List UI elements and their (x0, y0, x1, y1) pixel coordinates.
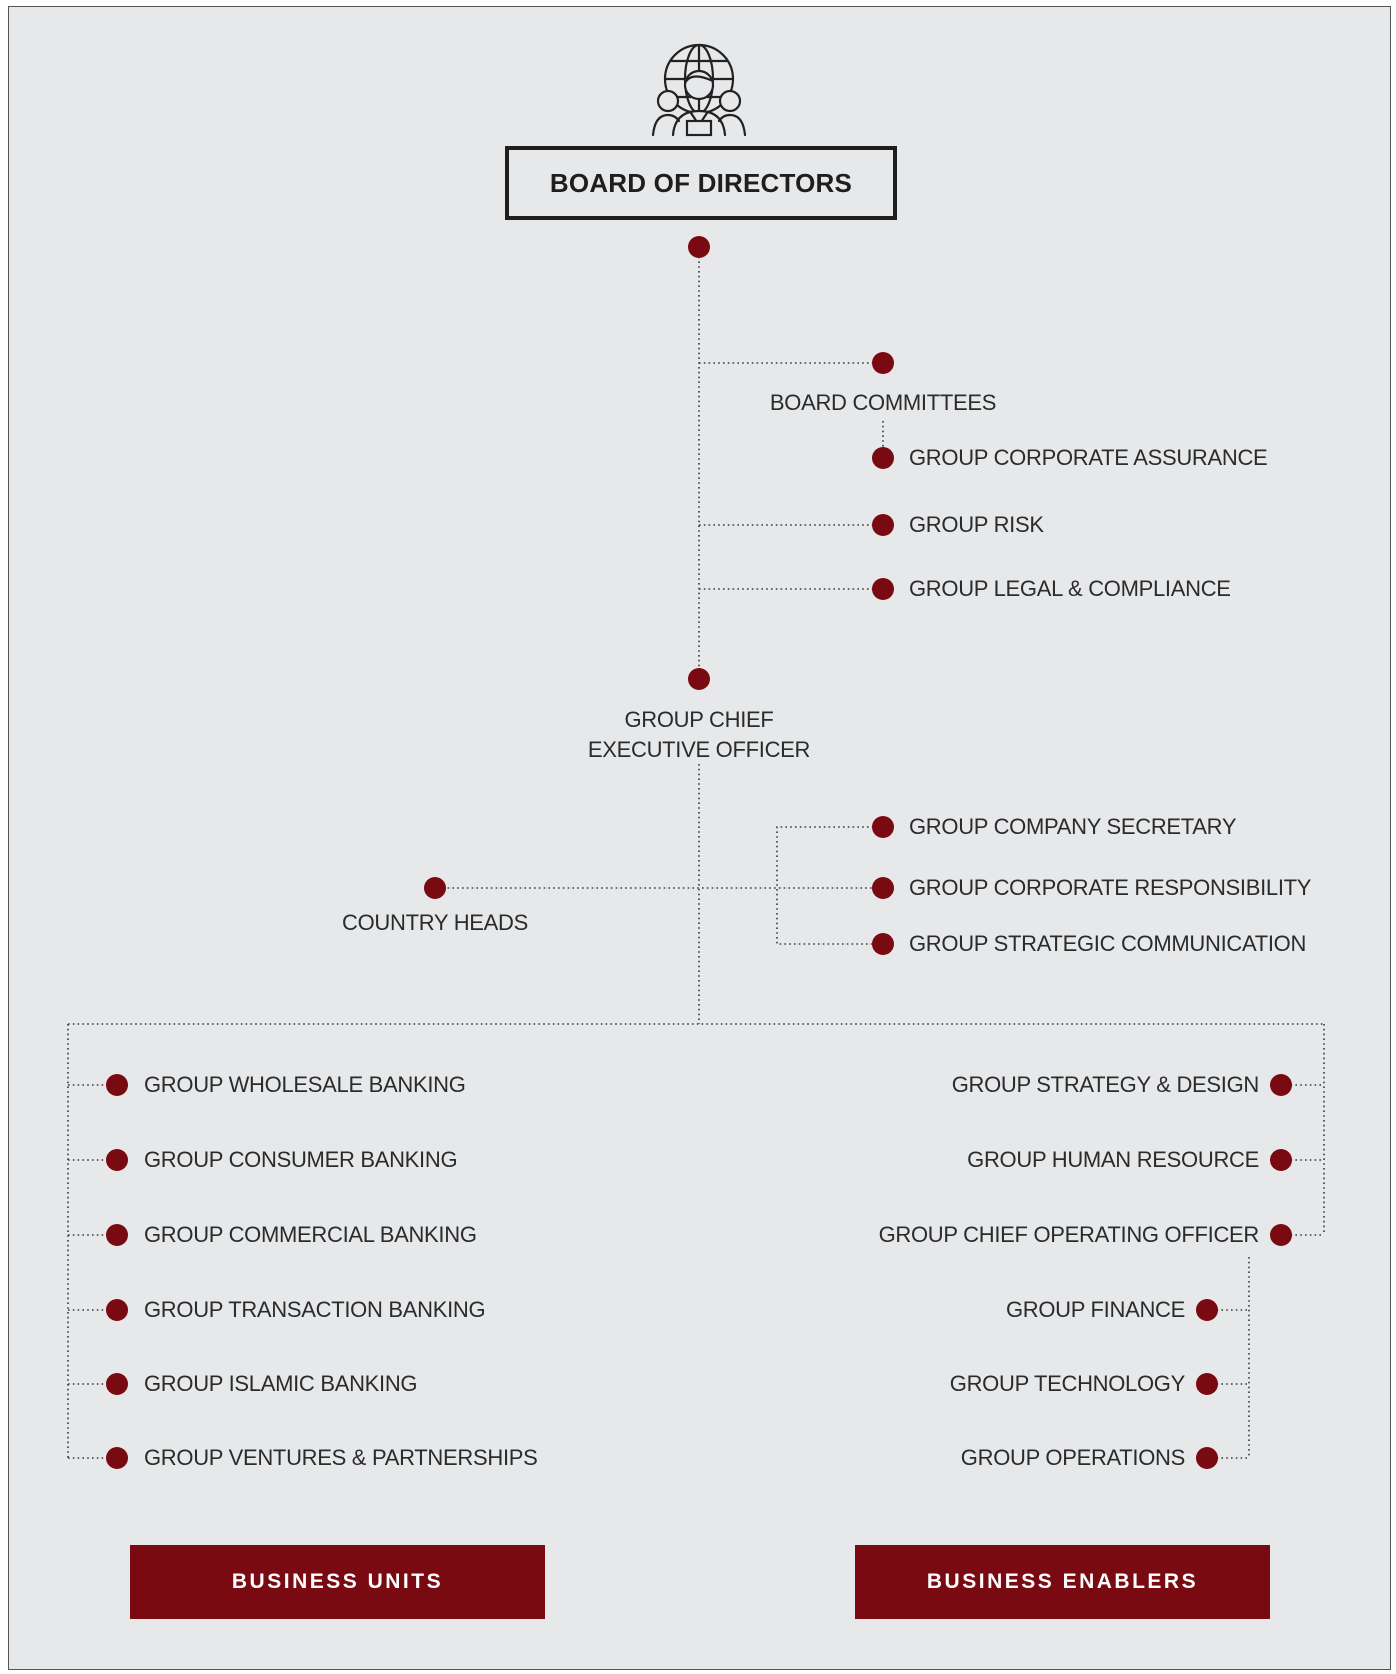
coo-dot-technology (1196, 1373, 1218, 1395)
coo-dot-operations (1196, 1447, 1218, 1469)
business-unit-label: GROUP COMMERCIAL BANKING (144, 1222, 477, 1247)
business-unit-label: GROUP WHOLESALE BANKING (144, 1072, 466, 1097)
bu-dot-consumer (106, 1149, 128, 1171)
bu-dot-wholesale (106, 1074, 128, 1096)
board-committees-label: BOARD COMMITTEES (769, 390, 997, 415)
be-dot-hr (1270, 1149, 1292, 1171)
business-enablers-box: BUSINESS ENABLERS (855, 1545, 1270, 1619)
ceo-dot (688, 668, 710, 690)
group-strategic-communication-dot (872, 933, 894, 955)
country-heads-dot (424, 877, 446, 899)
board-title: BOARD OF DIRECTORS (549, 167, 853, 198)
business-units-box-label: BUSINESS UNITS (231, 1570, 444, 1593)
country-heads-label: COUNTRY HEADS (342, 910, 528, 935)
business-enabler-label: GROUP HUMAN RESOURCE (967, 1147, 1259, 1172)
group-corporate-assurance-label: GROUP CORPORATE ASSURANCE (909, 445, 1268, 470)
business-enabler-label: GROUP CHIEF OPERATING OFFICER (878, 1222, 1260, 1247)
business-enabler-label: GROUP STRATEGY & DESIGN (951, 1072, 1260, 1097)
business-unit-label: GROUP CONSUMER BANKING (144, 1147, 458, 1172)
group-legal-compliance-label: GROUP LEGAL & COMPLIANCE (909, 576, 1231, 601)
board-of-directors-box: BOARD OF DIRECTORS (505, 146, 897, 220)
group-company-secretary-dot (872, 816, 894, 838)
people-globe-icon (651, 43, 747, 137)
connector-lines (67, 247, 1325, 1459)
org-chart-panel: BOARD OF DIRECTORS BOARD COMMITTEES GROU… (8, 6, 1391, 1670)
group-legal-dot (872, 578, 894, 600)
board-dot (688, 236, 710, 258)
bu-dot-islamic (106, 1373, 128, 1395)
business-enablers-box-label: BUSINESS ENABLERS (926, 1570, 1199, 1593)
ceo-label-line2: EXECUTIVE OFFICER (587, 737, 811, 762)
bu-dot-ventures (106, 1447, 128, 1469)
ceo-label-line1: GROUP CHIEF (624, 707, 774, 732)
business-unit-label: GROUP ISLAMIC BANKING (144, 1371, 418, 1396)
business-unit-label: GROUP TRANSACTION BANKING (144, 1297, 486, 1322)
coo-unit-label: GROUP OPERATIONS (960, 1445, 1186, 1470)
coo-dot-finance (1196, 1299, 1218, 1321)
coo-unit-label: GROUP FINANCE (1005, 1297, 1185, 1322)
business-unit-label: GROUP VENTURES & PARTNERSHIPS (144, 1445, 538, 1470)
business-units-box: BUSINESS UNITS (130, 1545, 545, 1619)
group-risk-dot (872, 514, 894, 536)
group-corporate-assurance-dot (872, 447, 894, 469)
bu-dot-commercial (106, 1224, 128, 1246)
bu-dot-transaction (106, 1299, 128, 1321)
coo-unit-label: GROUP TECHNOLOGY (949, 1371, 1186, 1396)
board-committees-dot (872, 352, 894, 374)
group-corporate-responsibility-label: GROUP CORPORATE RESPONSIBILITY (909, 875, 1312, 900)
group-corporate-responsibility-dot (872, 877, 894, 899)
group-company-secretary-label: GROUP COMPANY SECRETARY (909, 814, 1237, 839)
group-risk-label: GROUP RISK (909, 512, 1044, 537)
be-dot-coo (1270, 1224, 1292, 1246)
bracket-ceo-units (776, 826, 883, 945)
be-dot-strategy (1270, 1074, 1292, 1096)
group-strategic-communication-label: GROUP STRATEGIC COMMUNICATION (909, 931, 1307, 956)
